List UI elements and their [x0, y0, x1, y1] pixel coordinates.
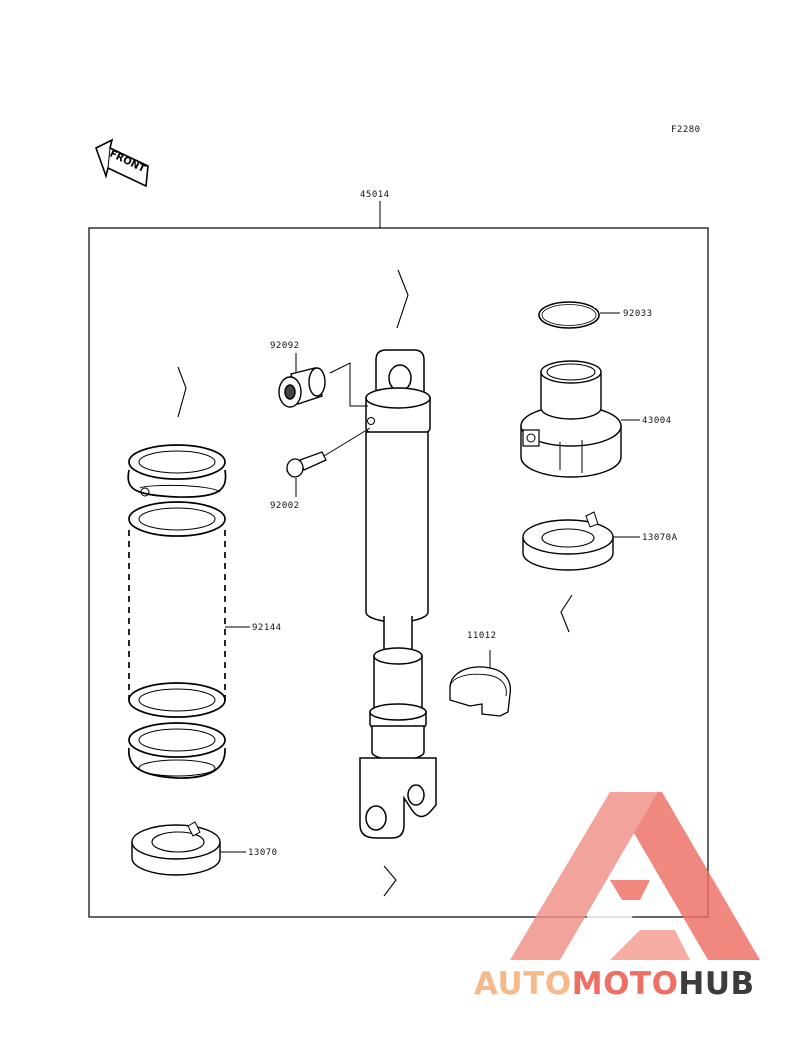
part-92002-bolt: [286, 427, 371, 497]
leader-marks: [177, 269, 573, 897]
watermark-part3: HUB: [678, 966, 754, 1002]
part-label-92144: 92144: [252, 623, 282, 633]
watermark-logo: [510, 792, 760, 960]
watermark-text: AUTOMOTOHUB: [474, 966, 755, 1002]
part-13070A-spring-seat: [522, 511, 640, 571]
part-label-11012: 11012: [467, 631, 497, 641]
part-label-43004: 43004: [642, 416, 672, 426]
part-label-92002: 92002: [270, 501, 300, 511]
assembly-label: 45014: [360, 190, 390, 200]
part-11012-clip: [449, 650, 512, 717]
part-label-13070A: 13070A: [642, 533, 678, 543]
part-92144-spring: [127, 444, 250, 779]
figure-code: F2280: [671, 125, 701, 135]
part-label-92033: 92033: [623, 309, 653, 319]
part-13070-spring-seat: [131, 821, 246, 876]
part-label-13070: 13070: [248, 848, 278, 858]
part-43004-adjuster: [520, 360, 640, 478]
shock-absorber-body: [359, 349, 437, 839]
part-label-92092: 92092: [270, 341, 300, 351]
part-92092-bushing: [278, 353, 368, 408]
watermark-part2: MOTO: [572, 966, 679, 1002]
watermark-part1: AUTO: [474, 966, 572, 1002]
assembly-frame: [88, 227, 709, 918]
part-92033-snap-ring: [538, 301, 620, 329]
front-arrow-icon: FRONT: [95, 138, 149, 188]
